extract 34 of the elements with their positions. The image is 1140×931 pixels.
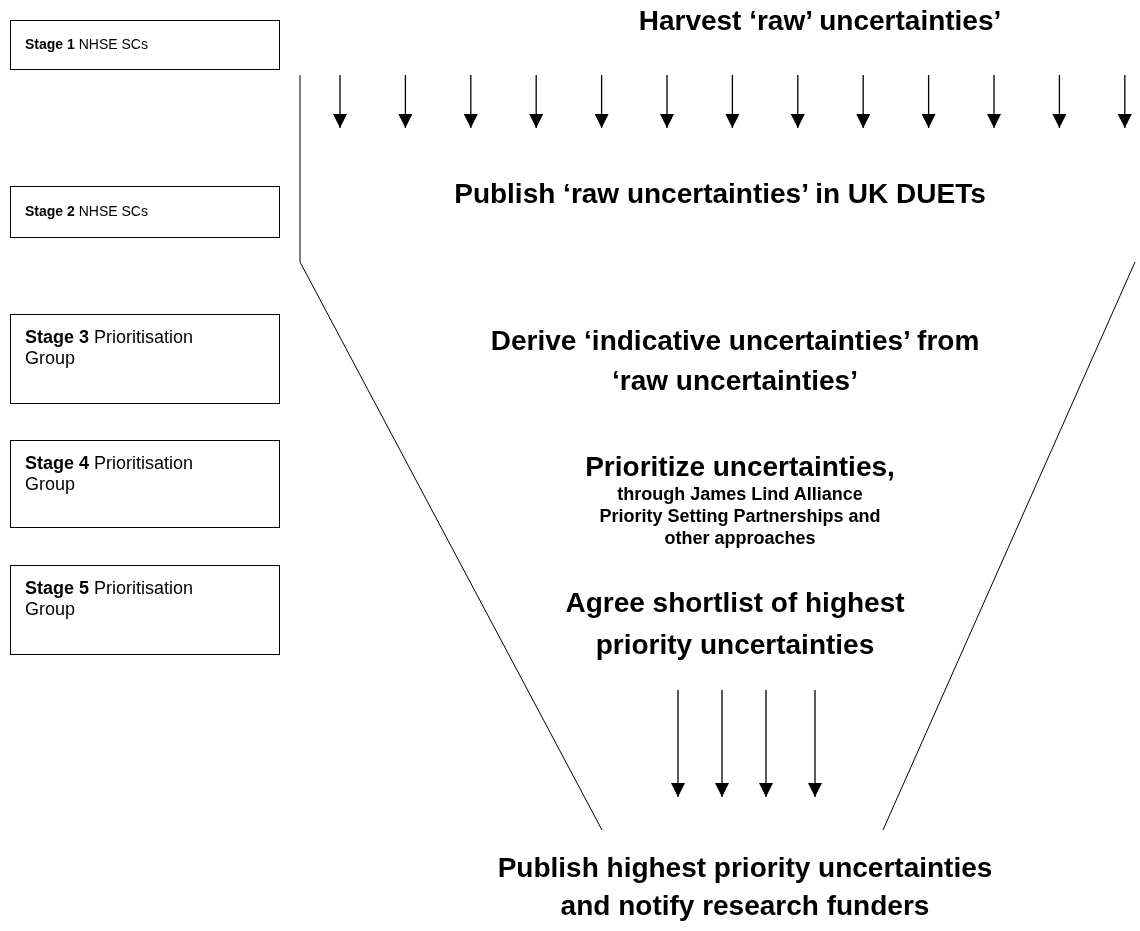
- step-heading: Publish ‘raw uncertainties’ in UK DUETs: [453, 177, 987, 211]
- stage-box: [10, 565, 280, 655]
- stage-label: Stage 4 Prioritisation Group: [25, 453, 194, 494]
- stage-label: Stage 2 NHSE SCs: [25, 203, 148, 219]
- step-heading: Derive ‘indicative uncertainties’ from ‘raw uncertainties’: [490, 324, 980, 398]
- arrow: [715, 689, 729, 798]
- arrow: [921, 74, 936, 129]
- stage-box: [10, 20, 280, 70]
- step-detail: through James Lind Alliance Priority Setting Partnerships and other approaches: [598, 483, 882, 549]
- stage-box: [10, 314, 280, 404]
- arrow: [790, 74, 805, 129]
- step-heading: Publish highest priority uncertainties and notify research funders: [496, 851, 994, 923]
- arrow: [725, 74, 740, 129]
- stage-box: [10, 440, 280, 528]
- arrow: [671, 689, 685, 798]
- arrow: [1052, 74, 1067, 129]
- arrow: [333, 74, 347, 129]
- arrow: [1117, 74, 1132, 129]
- step-heading: Agree shortlist of highest priority uncertainties: [564, 586, 906, 662]
- arrow: [987, 74, 1001, 129]
- stage-box: [10, 186, 280, 238]
- step-heading: Harvest ‘raw’ uncertainties’: [637, 4, 1003, 38]
- arrow: [856, 74, 871, 129]
- stage-label: Stage 3 Prioritisation Group: [25, 327, 194, 368]
- stage-label: Stage 5 Prioritisation Group: [25, 578, 194, 619]
- arrow: [529, 74, 544, 129]
- arrow: [808, 689, 822, 798]
- step-heading: Prioritize uncertainties,: [584, 451, 896, 483]
- arrow: [594, 74, 609, 129]
- arrow: [660, 74, 674, 129]
- stage-label: Stage 1 NHSE SCs: [25, 36, 148, 52]
- arrow: [759, 689, 773, 798]
- arrow: [398, 74, 413, 129]
- arrow: [463, 74, 478, 129]
